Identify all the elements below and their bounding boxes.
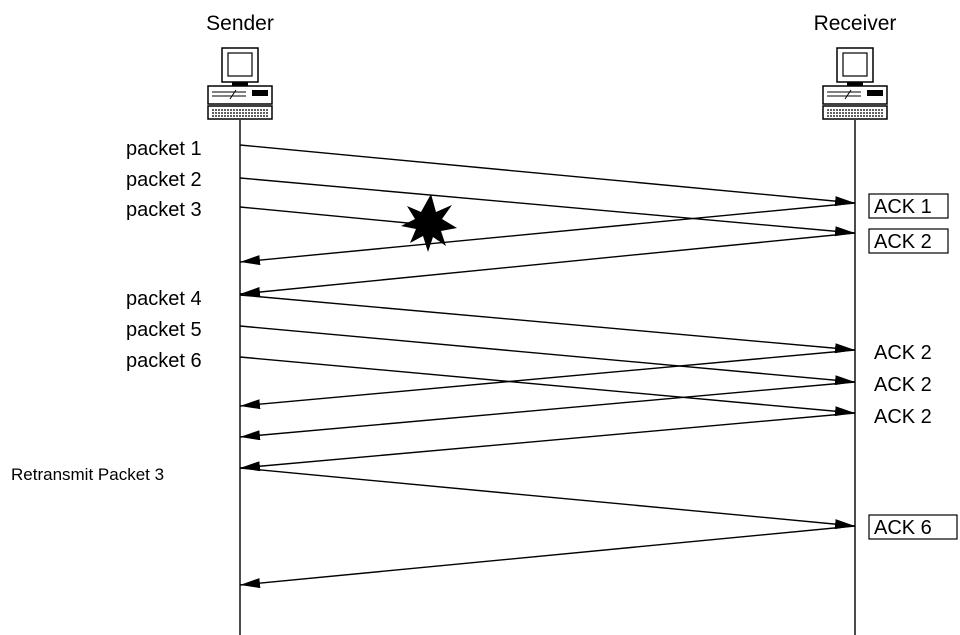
- packet-5-arrow: [239, 325, 856, 386]
- ack-1-box: [868, 193, 949, 219]
- packet-3-lost-arrow: [239, 206, 419, 225]
- explosion-icon: [401, 194, 457, 252]
- ack-2-dup-1-arrow: [239, 349, 856, 410]
- packet-6-label: packet 6: [126, 350, 202, 372]
- ack-6-label: ACK 6: [874, 517, 932, 539]
- packet-4-label: packet 4: [126, 288, 202, 310]
- ack-6-box: [868, 514, 958, 540]
- ack-2-label: ACK 2: [874, 231, 932, 253]
- ack-6-arrow: [239, 525, 856, 589]
- packet-3-label: packet 3: [126, 199, 202, 221]
- ack-2-dup-2-arrow: [239, 381, 856, 441]
- ack-2-dup-3-label: ACK 2: [874, 406, 932, 428]
- packet-4-arrow: [239, 294, 856, 354]
- packet-2-arrow: [239, 177, 856, 237]
- sender-title: Sender: [206, 12, 274, 35]
- packet-1-arrow: [239, 144, 856, 207]
- ack-2-dup-2-label: ACK 2: [874, 374, 932, 396]
- receiver-computer-icon: [822, 47, 888, 120]
- receiver-title: Receiver: [814, 12, 897, 35]
- ack-2-dup-1-label: ACK 2: [874, 342, 932, 364]
- ack-2-arrow: [239, 232, 856, 298]
- retransmit-label: Retransmit Packet 3: [11, 465, 164, 484]
- ack-2-box: [868, 228, 949, 254]
- packet-2-label: packet 2: [126, 169, 202, 191]
- packet-6-arrow: [239, 356, 856, 417]
- ack-1-arrow: [239, 202, 856, 266]
- ack-2-dup-3-arrow: [239, 412, 856, 472]
- packet-1-label: packet 1: [126, 138, 202, 160]
- retransmit-packet-3-arrow: [239, 467, 856, 530]
- ack-1-label: ACK 1: [874, 196, 932, 218]
- packet-5-label: packet 5: [126, 319, 202, 341]
- sender-computer-icon: [207, 47, 273, 120]
